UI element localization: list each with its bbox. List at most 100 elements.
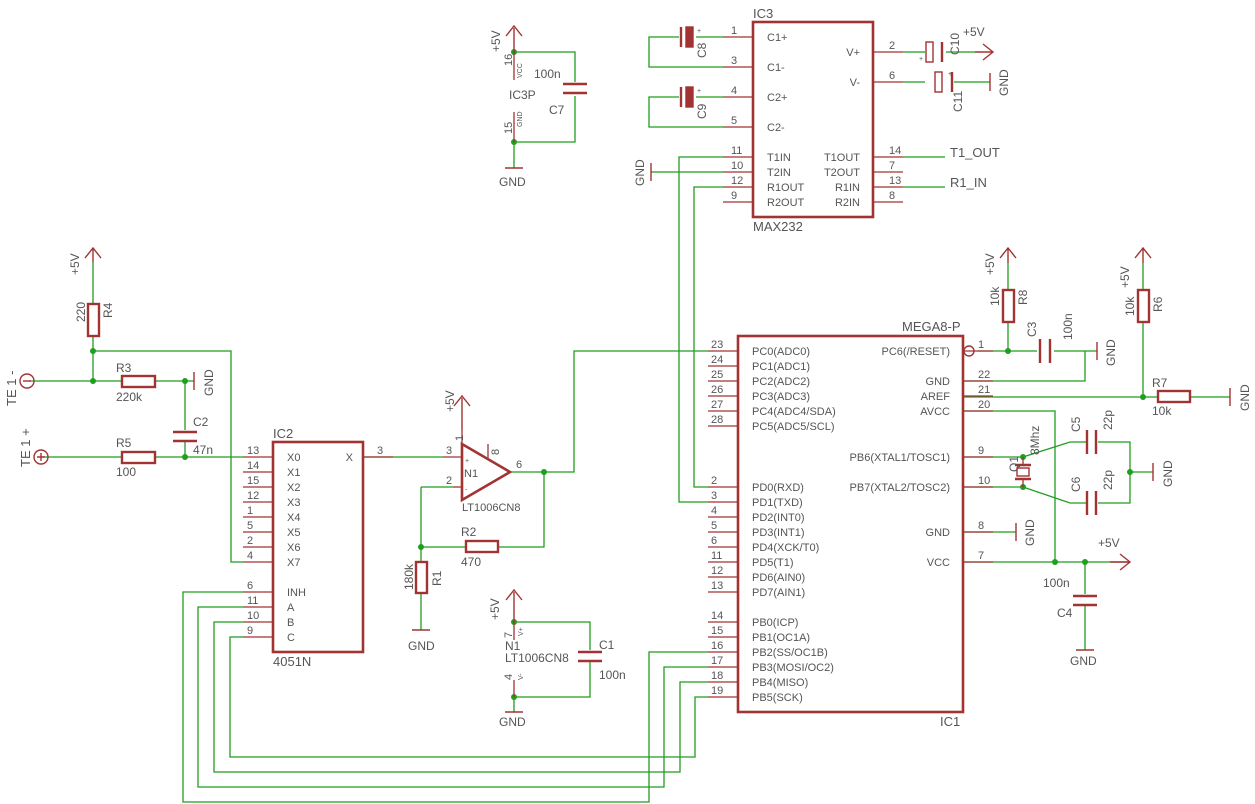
ic3p-name: IC3P bbox=[509, 88, 536, 102]
ic2-pin-13: 13 bbox=[247, 445, 259, 457]
r6-value: 10k bbox=[1123, 296, 1137, 316]
ic3p-vcc: VCC bbox=[517, 63, 524, 78]
ic1-pin-28: 28 bbox=[711, 414, 723, 426]
n1-value: LT1006CN8 bbox=[462, 502, 521, 514]
c11-name: C11 bbox=[951, 91, 965, 112]
ic1-pin-3: 3 bbox=[711, 490, 717, 502]
ic2-pin-label: X bbox=[346, 452, 354, 464]
n1-pin-aux: 8 bbox=[490, 449, 502, 455]
ic1-pin-16: 16 bbox=[711, 640, 723, 652]
ic3-pin-label: T1OUT bbox=[824, 152, 860, 164]
ic1-pin-label: PB2(SS/OC1B) bbox=[752, 647, 828, 659]
ic1-pin-label: PD6(AIN0) bbox=[752, 572, 805, 584]
ic1-pin-23: 23 bbox=[711, 339, 723, 351]
ic2-pin-label: X7 bbox=[287, 557, 300, 569]
ic1-pin-label: PB7(XTAL2/TOSC2) bbox=[850, 482, 950, 494]
gnd-label-max: GND bbox=[633, 159, 647, 186]
gnd-label-c11: GND bbox=[997, 69, 1011, 96]
ic2-pin-label: INH bbox=[287, 587, 306, 599]
c5-value: 22p bbox=[1101, 410, 1115, 430]
r7-value: 10k bbox=[1152, 404, 1172, 418]
ic1-pin-label: PD2(INT0) bbox=[752, 512, 805, 524]
q1-name: Q1 bbox=[1007, 456, 1021, 472]
ic3-pin-11: 11 bbox=[731, 145, 742, 157]
ic1-pin-label: AREF bbox=[921, 391, 951, 403]
vcc-label-r6: +5V bbox=[1118, 266, 1132, 288]
ic1-pin-label: PC5(ADC5/SCL) bbox=[752, 421, 835, 433]
c1-name: C1 bbox=[599, 638, 615, 652]
vcc-label-r8: +5V bbox=[983, 253, 997, 275]
ic1-pin-label: PB6(XTAL1/TOSC1) bbox=[850, 452, 950, 464]
ic2-pin-6: 6 bbox=[247, 580, 253, 592]
ic3-pin-label: R1OUT bbox=[767, 182, 805, 194]
n1p-value: LT1006CN8 bbox=[505, 651, 569, 665]
ic3-pin-label: T1IN bbox=[767, 152, 791, 164]
ic3p-gnd: GND bbox=[517, 111, 524, 127]
gnd-label-ic3p: GND bbox=[499, 175, 526, 189]
c6-value: 22p bbox=[1101, 470, 1115, 490]
ic2-pin-11: 11 bbox=[247, 595, 258, 607]
ic2-4051: IC2 4051N 13X014X115X212X31X45X52X64X76I… bbox=[243, 426, 393, 669]
vcc-label-r4: +5V bbox=[68, 253, 82, 275]
ic2-pin-label: X2 bbox=[287, 482, 300, 494]
ic1-pin-15: 15 bbox=[711, 625, 723, 637]
ic1-mega8: MEGA8-P IC1 23PC0(ADC0)24PC1(ADC1)25PC2(… bbox=[708, 319, 993, 729]
ic3-pin-label: R2OUT bbox=[767, 197, 805, 209]
ic3p-pin15: 15 bbox=[503, 122, 515, 134]
ic3-max232: IC3 MAX232 1C1+3C1-4C2+5C2-11T1IN10T2IN1… bbox=[723, 6, 903, 234]
vcc-arrow-r6 bbox=[1134, 246, 1152, 263]
ic3-pin-label: C1- bbox=[767, 62, 785, 74]
ic3-pin-1: 1 bbox=[731, 25, 737, 37]
ic3-pin-14: 14 bbox=[889, 145, 901, 157]
r4-name: R4 bbox=[101, 302, 115, 318]
ic2-pin-label: B bbox=[287, 617, 294, 629]
resistors: 220 R4 R3 220k R5 100 180k R1 R2 470 10k… bbox=[74, 286, 1192, 595]
r4-value: 220 bbox=[74, 302, 88, 322]
ic2-value: 4051N bbox=[273, 654, 311, 669]
ic1-pin-label: PC3(ADC3) bbox=[752, 391, 810, 403]
vcc-label-ic3p: +5V bbox=[489, 30, 503, 52]
ic3-pin-7: 7 bbox=[889, 160, 895, 172]
ic2-pin-10: 10 bbox=[247, 610, 259, 622]
n1-pin-out: 6 bbox=[516, 459, 522, 471]
n1-power-block: N1 LT1006CN8 7 4 V+ V- bbox=[503, 622, 569, 697]
t1-out-label: T1_OUT bbox=[950, 145, 1000, 160]
gnd-label-r7: GND bbox=[1238, 384, 1252, 411]
ic3-pin-label: V- bbox=[850, 77, 861, 89]
vcc-arrow-n1p bbox=[505, 588, 523, 622]
c10-name: C10 bbox=[948, 33, 962, 55]
ic2-pin-label: A bbox=[287, 602, 295, 614]
ic2-pin-label: X0 bbox=[287, 452, 300, 464]
gnd-label-r3: GND bbox=[202, 369, 216, 396]
ic3-pin-13: 13 bbox=[889, 175, 901, 187]
ic3-pin-label: C2- bbox=[767, 122, 785, 134]
n1p-pin4: 4 bbox=[503, 674, 515, 680]
ic1-pin-label: PB5(SCK) bbox=[752, 692, 803, 704]
r2-value: 470 bbox=[461, 555, 481, 569]
r2-name: R2 bbox=[461, 525, 477, 539]
ic1-pin-6: 6 bbox=[711, 535, 717, 547]
ic1-pin-10: 10 bbox=[978, 475, 990, 487]
ic1-pin-label: PB3(MOSI/OC2) bbox=[752, 662, 834, 674]
r3-value: 220k bbox=[116, 390, 143, 404]
c9-name: C9 bbox=[695, 103, 709, 119]
ic3-pin-label: C1+ bbox=[767, 32, 788, 44]
ic2-pin-14: 14 bbox=[247, 460, 259, 472]
vcc-label-mega: +5V bbox=[1098, 536, 1120, 550]
ic3-name: IC3 bbox=[753, 6, 773, 21]
ic1-name: IC1 bbox=[940, 714, 960, 729]
ic1-pin-label: PC4(ADC4/SDA) bbox=[752, 406, 836, 418]
ic2-pin-label: X1 bbox=[287, 467, 300, 479]
ic1-pin-25: 25 bbox=[711, 369, 723, 381]
ic3-pin-label: T2IN bbox=[767, 167, 791, 179]
ic1-pin-label: PB4(MISO) bbox=[752, 677, 808, 689]
ic2-name: IC2 bbox=[273, 426, 293, 441]
ic1-pin-label: PD0(RXD) bbox=[752, 482, 804, 494]
ic3-pin-10: 10 bbox=[731, 160, 743, 172]
n1p-pin7: 7 bbox=[503, 632, 515, 638]
ic1-value: MEGA8-P bbox=[902, 319, 961, 334]
ic1-pin-8: 8 bbox=[978, 520, 984, 532]
ic3p-pin16: 16 bbox=[503, 54, 515, 66]
ic3-pin-6: 6 bbox=[889, 70, 895, 82]
